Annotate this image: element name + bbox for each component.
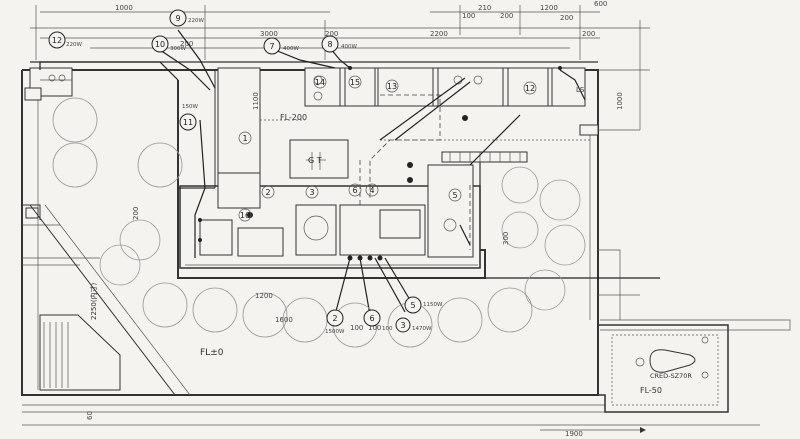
circuit-bubble-6 (363, 309, 381, 327)
dim-top-6: 200 (582, 30, 595, 38)
circuit-bubble-2 (326, 309, 344, 327)
dim-top-4: 200 (325, 30, 338, 38)
circuit-bubble-2-note: 1500W (325, 329, 345, 335)
lower-equipment (199, 151, 528, 258)
dim-side-5: 60 (86, 411, 94, 420)
circuit-bubble-11 (179, 113, 197, 131)
circuit-bubble-7 (263, 37, 281, 55)
circuit-bubble-9 (169, 9, 187, 27)
circuit-bubble-11-number: 11 (183, 118, 193, 127)
dim-top-10: 210 (478, 4, 491, 12)
circuit-bubble-12-number: 12 (52, 36, 62, 45)
circuit-bubble-9-note: 220W (188, 18, 204, 24)
item-num-1: 1 (242, 134, 247, 143)
circuit-bubble-10 (151, 35, 169, 53)
section-arrow: 1900 (540, 427, 646, 438)
circuit-bubble-3-number: 3 (400, 321, 405, 330)
floor-level-upper: FL-200 (280, 113, 307, 122)
diagonal-ramp (29, 204, 191, 396)
item-num-3: 3 (309, 188, 314, 197)
circuit-bubble-8-note: 400W (341, 44, 357, 50)
floor-level-outside: FL-50 (640, 386, 662, 395)
item-numbers: 1 2 3 4 5 6 12 13 14 15 16 (238, 75, 537, 222)
dim-side-3: 300 (502, 232, 510, 245)
circuit-bubble-10-number: 10 (155, 40, 165, 49)
left-entry (22, 67, 100, 266)
top-dimension-lines (30, 5, 650, 130)
dim-mid-2: 1600 (275, 316, 293, 324)
circuit-bubble-10-note: 300W (170, 46, 186, 52)
g-box-label: G T (308, 156, 322, 165)
dim-top-11: 200 (500, 12, 513, 20)
dim-top-12: 600 (594, 0, 607, 8)
dim-side-1: 1100 (252, 92, 260, 110)
center-island (289, 139, 349, 179)
circuit-bubble-6-note: 100 (382, 326, 393, 332)
dim-bottom: 1900 (565, 430, 583, 438)
circuit-bubble-5 (404, 296, 422, 314)
circuit-bubble-12-note: 220W (66, 42, 82, 48)
item-num-13: 13 (387, 82, 397, 91)
circuit-bubble-7-note: 400W (283, 46, 299, 52)
item-num-14: 14 (315, 78, 325, 87)
exit-label: LS (576, 86, 585, 94)
circuit-bubble-2-number: 2 (332, 314, 337, 323)
circuit-bubble-3-note: 1470W (412, 326, 432, 332)
circuit-bubble-8-number: 8 (327, 40, 332, 49)
dim-top-3: 3000 (260, 30, 278, 38)
item-num-4: 4 (369, 186, 374, 195)
circuit-bubble-11-note: 150W (182, 104, 198, 110)
item-num-15: 15 (350, 78, 360, 87)
dashed-zones (260, 94, 590, 250)
upper-counters (217, 67, 586, 209)
circuit-bubble-9-number: 9 (175, 14, 180, 23)
circuit-bubble-7-number: 7 (269, 42, 274, 51)
dim-top-8: 200 (560, 14, 573, 22)
dim-side-4: 1000 (616, 92, 624, 110)
circuit-bubble-5-note: 1150W (423, 302, 443, 308)
dim-top-2: 200 (180, 40, 193, 48)
outside-annex (597, 249, 791, 413)
circuit-bubble-12 (48, 31, 66, 49)
right-wall-detail (579, 69, 650, 320)
outlet-dots (198, 66, 562, 261)
dim-mid-1: 1200 (255, 292, 273, 300)
circuit-bubble-5-number: 5 (410, 301, 415, 310)
dim-mid-4: 100 (368, 324, 381, 332)
seating (52, 97, 586, 348)
dim-top-7: 1200 (540, 4, 558, 12)
wiring (39, 29, 660, 316)
circuit-bubbles: 12 220W 9 220W 10 300W 11 150W 7 400W 8 … (48, 9, 443, 335)
floor-level-lower: FL±0 (200, 348, 224, 358)
circuit-bubble-3 (395, 317, 411, 333)
item-num-5: 5 (452, 191, 457, 200)
dim-top-1: 1000 (115, 4, 133, 12)
item-num-12: 12 (525, 84, 535, 93)
circuit-bubble-6-number: 6 (369, 314, 374, 323)
side-dim-label: 2250(内寸) (89, 282, 98, 320)
item-num-6: 6 (352, 186, 357, 195)
dim-side-2: 200 (132, 207, 140, 220)
dim-top-5: 2200 (430, 30, 448, 38)
circuit-bubble-8 (321, 35, 339, 53)
dim-top-9: 100 (462, 12, 475, 20)
item-num-16: 16 (240, 211, 250, 220)
dim-mid-3: 100 (350, 324, 363, 332)
generator-label: CRED-SZ70R (650, 372, 692, 380)
item-num-2: 2 (265, 188, 270, 197)
